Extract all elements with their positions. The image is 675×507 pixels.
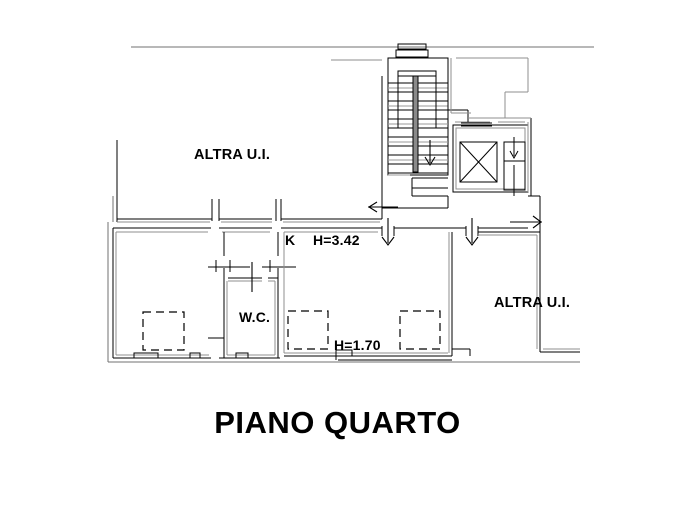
wc-room-walls	[228, 232, 279, 358]
door-swing-arrow-kitchen-right-icon	[465, 218, 479, 246]
wc-window-niche	[235, 352, 249, 358]
elevator-side-closet-arrow-icon	[509, 137, 519, 196]
label-altra-ui-top: ALTRA U.I.	[194, 147, 271, 163]
label-bathroom: W.C.	[239, 309, 271, 325]
wc-door-jamb	[262, 260, 296, 272]
elevator-shaft-icon	[459, 141, 498, 183]
staircase-outline	[387, 43, 449, 176]
kitchen-room-thin-face	[283, 232, 450, 354]
plan-title: PIANO QUARTO	[214, 405, 461, 440]
wc-room-thin-face	[226, 280, 276, 356]
staircase-central-wall	[397, 70, 437, 173]
elevator-door-header	[461, 122, 492, 127]
right-unit-walls	[478, 231, 580, 353]
staircase-lower-flight	[411, 177, 448, 197]
label-altra-ui-right: ALTRA U.I.	[494, 295, 571, 311]
right-shaft-wall	[528, 118, 541, 232]
stair-direction-arrow-icon	[424, 140, 436, 167]
door-swing-arrow-kitchen-left-icon	[381, 218, 395, 246]
main-unit-inner-face	[115, 231, 378, 356]
upper-left-unit-walls	[116, 76, 383, 222]
living-room-door-jamb	[208, 260, 250, 272]
door-swing-arrow-stair-left-icon	[367, 201, 398, 213]
thin-reference-lines	[107, 46, 594, 363]
upper-right-reference	[460, 57, 531, 119]
living-room-window-niche	[133, 352, 201, 358]
main-unit-outer-walls	[112, 227, 528, 359]
main-unit-door-jambs	[381, 226, 479, 236]
right-unit-thin-face	[478, 234, 580, 350]
label-kitchen-marker: K	[285, 232, 296, 248]
kitchen-window-niche	[335, 349, 452, 361]
dashed-void-square-kitchen-right	[399, 310, 441, 350]
upper-left-unit-thin	[117, 59, 382, 223]
dashed-void-square-living	[142, 311, 185, 351]
door-swing-arrow-right-icon	[510, 215, 542, 229]
living-room-walls	[208, 232, 225, 358]
dashed-void-square-kitchen-left	[287, 310, 329, 350]
stair-landing-walls	[382, 58, 469, 209]
elevator-shaft-cross-icon	[459, 141, 498, 183]
label-kitchen-height: H=3.42	[313, 232, 360, 248]
label-room-height: H=1.70	[334, 337, 381, 353]
